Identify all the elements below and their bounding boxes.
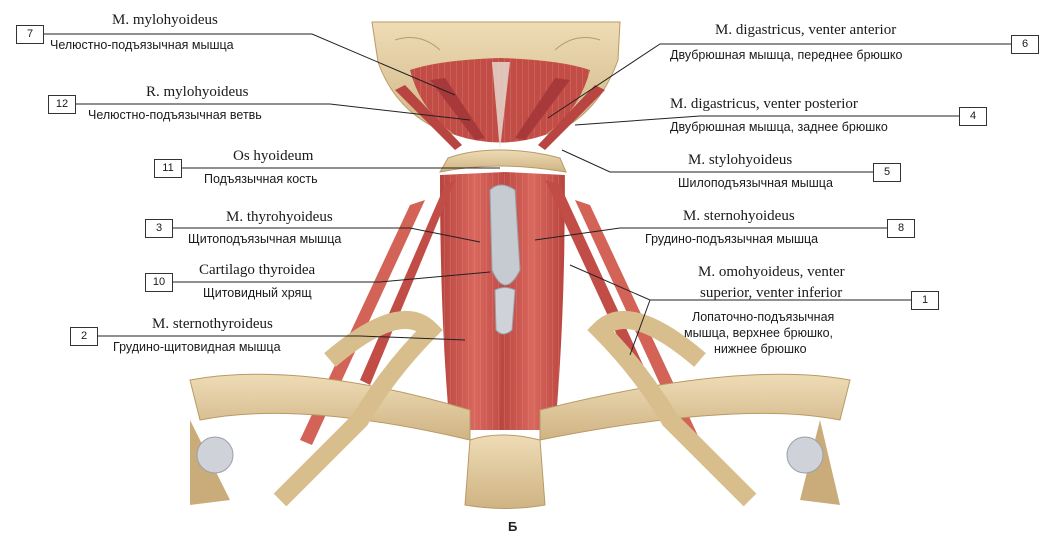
label-latin: M. thyrohyoideus xyxy=(226,209,333,226)
label-russian: Щитоподъязычная мышца xyxy=(188,232,341,247)
label-latin: M. digastricus, venter anterior xyxy=(715,22,896,39)
label-russian: Челюстно-подъязычная мышца xyxy=(50,38,234,53)
label-russian: Челюстно-подъязычная ветвь xyxy=(88,108,262,123)
label-latin: Cartilago thyroidea xyxy=(199,262,315,279)
figure-caption: Б xyxy=(508,519,517,534)
label-latin: M. sternothyroideus xyxy=(152,316,273,333)
label-number-box: 4 xyxy=(959,107,987,126)
label-russian: Грудино-щитовидная мышца xyxy=(113,340,281,355)
hyoid-bone xyxy=(440,150,566,172)
label-latin: M. stylohyoideus xyxy=(688,152,792,169)
label-number-box: 6 xyxy=(1011,35,1039,54)
label-russian: Двубрюшная мышца, заднее брюшко xyxy=(670,120,888,135)
label-latin: M. mylohyoideus xyxy=(112,12,218,29)
label-russian: Лопаточно-подъязычная xyxy=(692,310,834,325)
label-latin: M. sternohyoideus xyxy=(683,208,795,225)
floor-of-mouth-muscles xyxy=(395,58,605,150)
label-number-box: 10 xyxy=(145,273,173,292)
label-latin: R. mylohyoideus xyxy=(146,84,249,101)
label-number-box: 12 xyxy=(48,95,76,114)
label-russian: Грудино-подъязычная мышца xyxy=(645,232,818,247)
label-number-box: 3 xyxy=(145,219,173,238)
label-number-box: 1 xyxy=(911,291,939,310)
label-russian: Шилоподъязычная мышца xyxy=(678,176,833,191)
label-number-box: 11 xyxy=(154,159,182,178)
label-russian: Щитовидный хрящ xyxy=(203,286,312,301)
label-latin: M. omohyoideus, venter xyxy=(698,264,845,281)
label-number-box: 5 xyxy=(873,163,901,182)
label-russian: Подъязычная кость xyxy=(204,172,318,187)
label-russian-line3: нижнее брюшко xyxy=(714,342,807,357)
label-latin: Os hyoideum xyxy=(233,148,313,165)
label-russian-line2: мышца, верхнее брюшко, xyxy=(684,326,833,341)
label-number-box: 7 xyxy=(16,25,44,44)
label-latin: M. digastricus, venter posterior xyxy=(670,96,858,113)
label-number-box: 8 xyxy=(887,219,915,238)
label-number-box: 2 xyxy=(70,327,98,346)
label-latin-line2: superior, venter inferior xyxy=(700,285,842,302)
label-russian: Двубрюшная мышца, переднее брюшко xyxy=(670,48,903,63)
